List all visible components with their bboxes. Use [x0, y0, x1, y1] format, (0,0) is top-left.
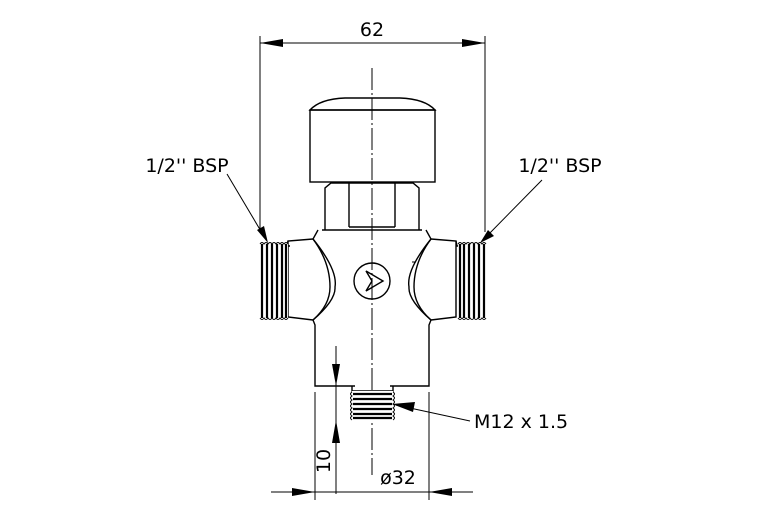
left-bsp-label: 1/2'' BSP	[145, 155, 228, 177]
dimension-base-diameter: ø32	[271, 392, 473, 500]
valve-body	[312, 229, 432, 387]
hex-nut	[322, 182, 422, 231]
outlet-length-label: 10	[313, 449, 335, 473]
right-inlet	[430, 238, 487, 321]
overall-width-label: 62	[360, 19, 384, 41]
left-thread	[259, 242, 289, 320]
flow-direction-icon	[353, 262, 391, 300]
left-bsp-callout: 1/2'' BSP	[145, 155, 268, 243]
dimension-outlet-length: 10	[313, 346, 340, 494]
outlet-thread-callout: M12 x 1.5	[392, 402, 568, 433]
outlet-thread	[350, 386, 395, 421]
outlet-thread-label: M12 x 1.5	[474, 411, 568, 433]
dimension-overall-width: 62	[259, 19, 486, 232]
valve-cap	[308, 97, 437, 183]
right-bsp-label: 1/2'' BSP	[518, 155, 601, 177]
base-diameter-label: ø32	[380, 467, 416, 489]
right-thread	[457, 242, 487, 320]
left-inlet	[259, 238, 314, 321]
right-bsp-callout: 1/2'' BSP	[480, 155, 602, 243]
